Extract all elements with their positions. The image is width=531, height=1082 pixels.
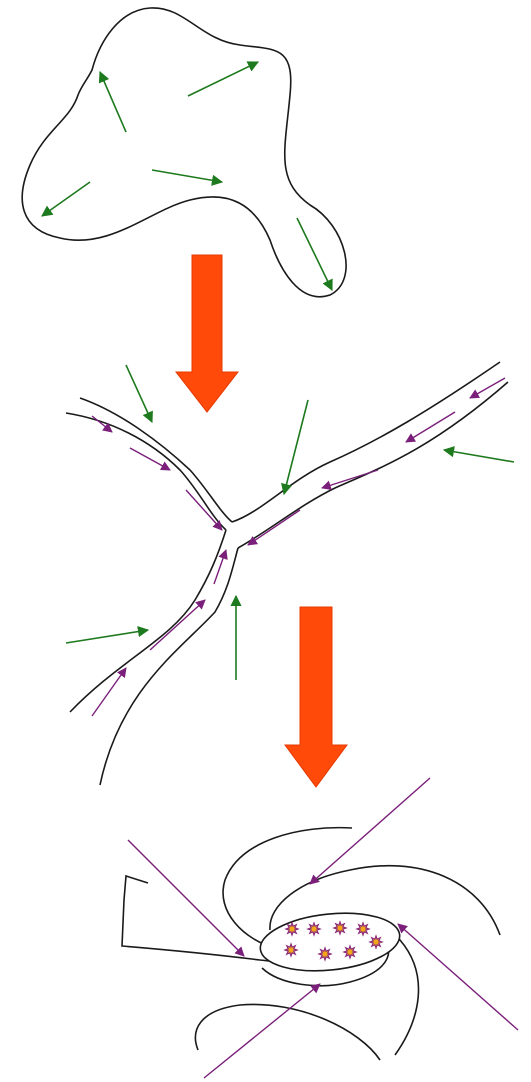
filament-outline (70, 530, 226, 712)
star-icon (344, 946, 356, 958)
cloud-outline (22, 8, 346, 297)
inflow-arrow (444, 450, 514, 462)
flow-arrow (130, 448, 170, 470)
flow-arrow (322, 470, 378, 488)
inflow-arrow (126, 365, 152, 422)
star-icon (357, 923, 369, 935)
star-icon (308, 923, 320, 935)
star-icon (370, 936, 382, 948)
velocity-arrow (152, 170, 222, 182)
star-icon (334, 922, 346, 934)
filament-outline (238, 382, 508, 548)
velocity-arrow (297, 218, 332, 290)
velocity-arrow (188, 62, 258, 96)
filament-outline (232, 362, 500, 522)
inflow-arrow (66, 630, 148, 643)
filament-outline (66, 413, 226, 530)
down-arrow-icon (176, 255, 238, 412)
filament-outline (100, 548, 238, 785)
velocity-arrow (42, 182, 90, 216)
velocity-arrow (100, 72, 126, 132)
accretion-arrow (128, 840, 244, 956)
accretion-arrow (398, 924, 518, 1030)
filament-outline (80, 398, 232, 522)
star-icon (319, 948, 331, 960)
accretion-arrow (310, 778, 430, 884)
core-stage (122, 778, 518, 1078)
down-arrow-icon (285, 607, 347, 787)
flow-arrow (186, 490, 222, 530)
star-icon (286, 923, 298, 935)
flow-arrow (150, 600, 205, 650)
flow-arrow (214, 550, 226, 584)
spiral-arm (195, 1004, 380, 1060)
flow-arrow (406, 412, 455, 442)
cloud-stage (22, 8, 346, 297)
filament-stage (66, 362, 514, 785)
flow-arrow (248, 510, 300, 545)
flow-arrow (92, 668, 126, 716)
inflow-arrow (284, 400, 308, 494)
accretion-arrow (204, 984, 320, 1078)
flow-arrow (470, 378, 505, 398)
star-icon (285, 944, 297, 956)
